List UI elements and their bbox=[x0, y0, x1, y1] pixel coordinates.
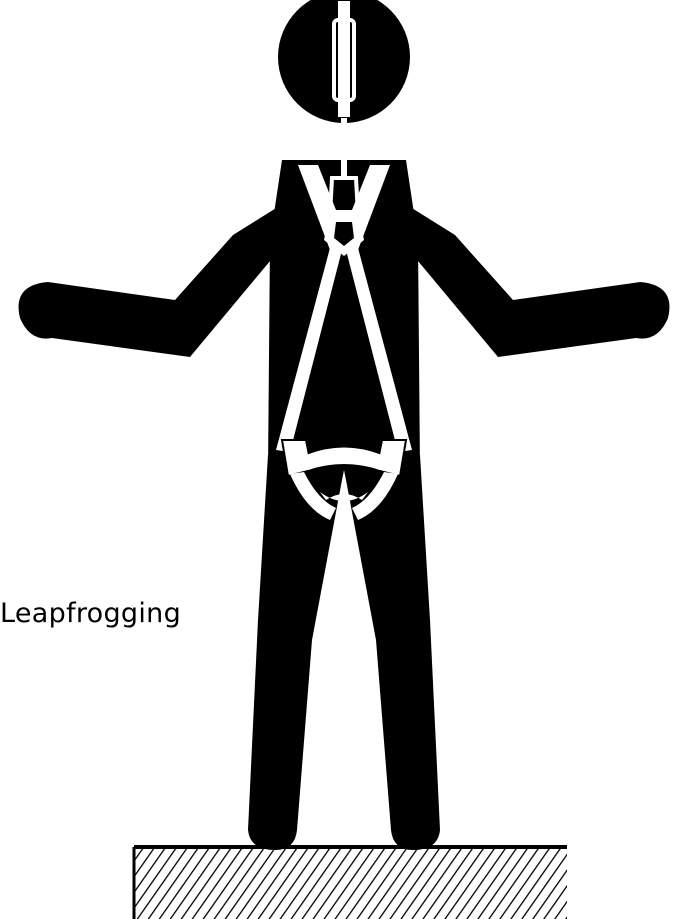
right-arm bbox=[383, 190, 669, 357]
left-arm bbox=[19, 190, 305, 357]
ground-platform bbox=[134, 847, 567, 919]
ground-hatching bbox=[134, 847, 567, 919]
figure-caption: Leapfrogging bbox=[0, 597, 214, 630]
